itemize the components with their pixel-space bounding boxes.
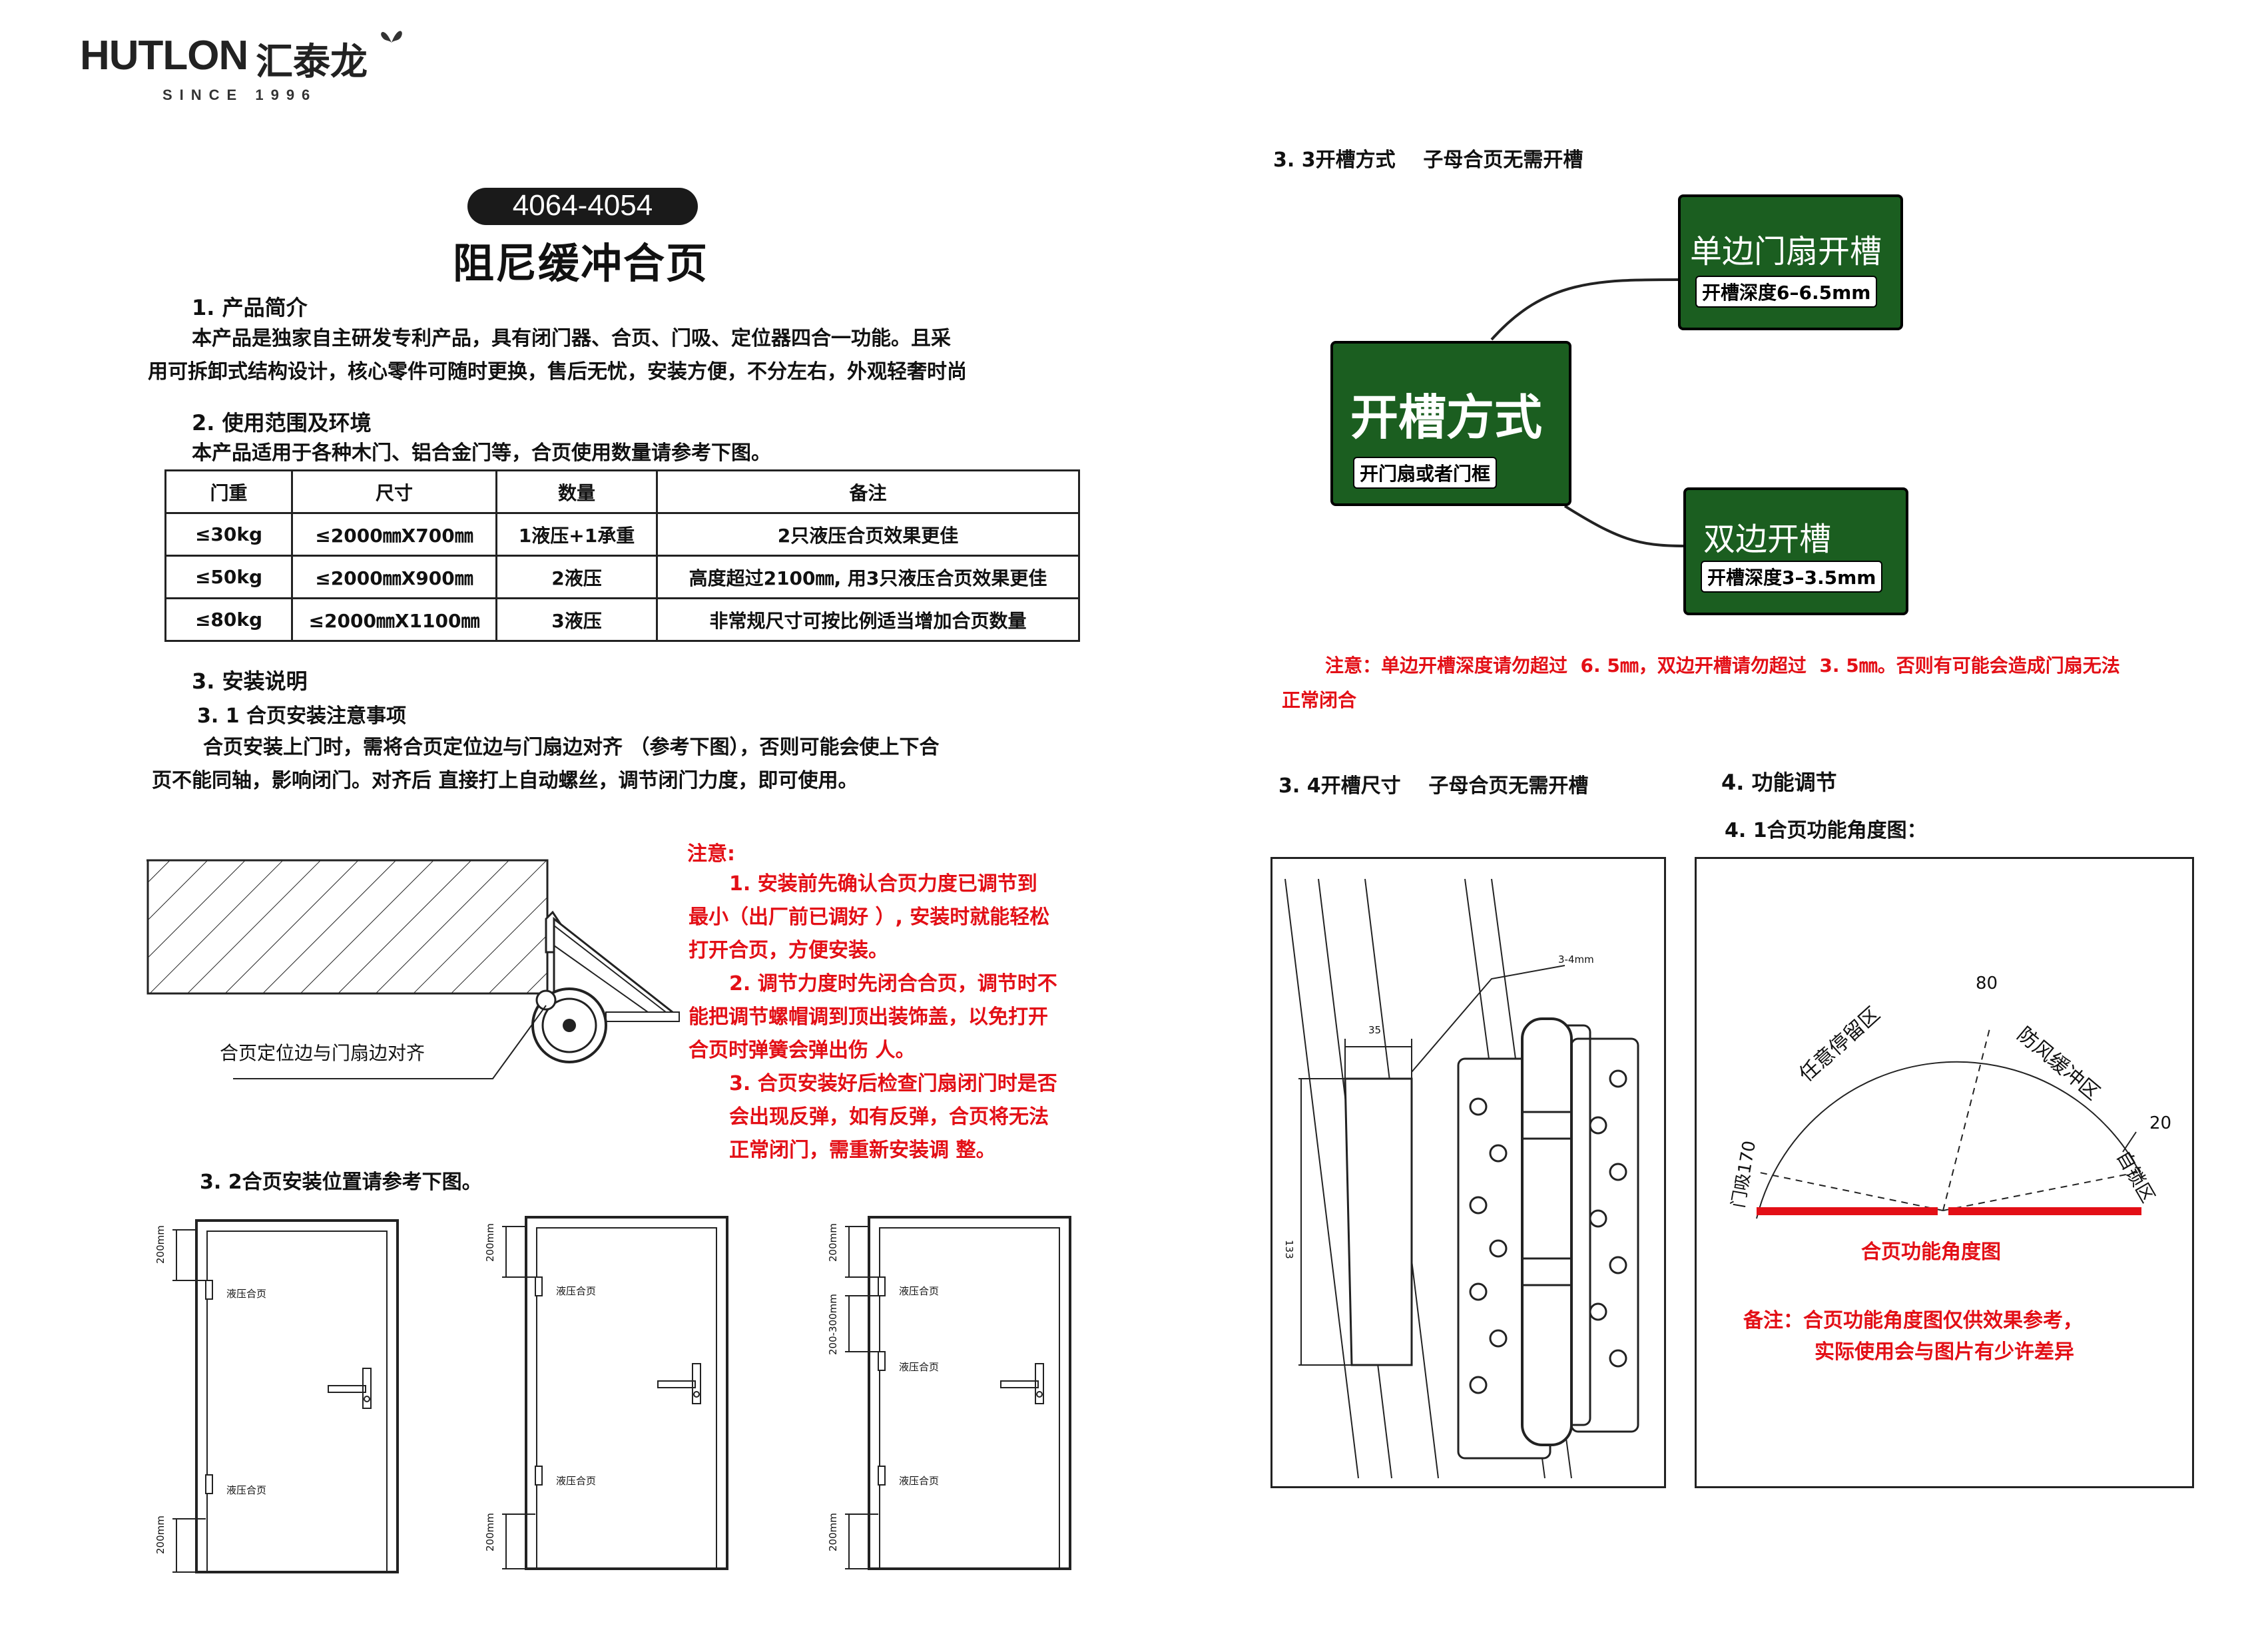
hinge-label: 液压合页	[899, 1285, 940, 1297]
table-cell: 1液压+1承重	[495, 512, 658, 557]
hinge-alignment-figure	[146, 859, 680, 1079]
angle-80-label: 80	[1976, 973, 1998, 993]
groove-depth-dimension: 3-4mm	[1558, 954, 1594, 965]
groove-warning-line1: 注意：单边开槽深度请勿超过 6. 5㎜，双边开槽请勿超过 3. 5㎜。否则有可能…	[1325, 655, 2120, 677]
groove-height-dimension: 133	[1283, 1240, 1295, 1259]
table-header-cell: 尺寸	[291, 469, 497, 514]
hinge-label: 液压合页	[226, 1288, 267, 1300]
note-line: 1. 安装前先确认合页力度已调节到	[729, 872, 1037, 896]
hinge-label: 液压合页	[899, 1361, 940, 1373]
door-diagram-3-hinge	[845, 1216, 1071, 1570]
hinge-label: 液压合页	[226, 1484, 267, 1496]
mindmap-double-title: 双边开槽	[1703, 521, 1832, 558]
table-cell: 3液压	[495, 597, 658, 642]
section3-heading: 3. 安装说明	[192, 669, 308, 694]
groove-warning-line2: 正常闭合	[1282, 689, 1357, 711]
dimension-label: 200mm	[154, 1225, 166, 1264]
hinge-label: 液压合页	[899, 1475, 940, 1487]
notes-title: 注意:	[687, 842, 735, 866]
dimension-label: 200mm	[827, 1223, 839, 1262]
table-cell: ≤80kg	[164, 597, 293, 642]
butterfly-icon	[381, 31, 402, 43]
table-row: ≤30kg ≤2000㎜X700㎜ 1液压+1承重 2只液压合页效果更佳	[164, 512, 1080, 557]
table-header-row: 门重 尺寸 数量 备注	[164, 469, 1080, 514]
mindmap-single-label: 开槽深度6–6.5mm	[1695, 276, 1878, 308]
mindmap-single-title: 单边门扇开槽	[1690, 233, 1882, 270]
table-cell: ≤30kg	[164, 512, 293, 557]
section33-heading: 3. 3开槽方式 子母合页无需开槽	[1273, 148, 1583, 172]
logo: HUTLON 汇泰龙 SINCE 1996	[80, 31, 426, 112]
groove-width-dimension: 35	[1368, 1024, 1382, 1036]
table-cell: ≤2000㎜X700㎜	[291, 512, 497, 557]
page-title: 阻尼缓冲合页	[453, 239, 709, 288]
table-cell: 高度超过2100㎜, 用3只液压合页效果更佳	[656, 555, 1080, 599]
section1-heading: 1. 产品简介	[192, 295, 308, 320]
model-badge: 4064-4054	[467, 188, 698, 225]
note-line: 3. 合页安装好后检查门扇闭门时是否	[729, 1072, 1057, 1095]
table-cell: ≤2000㎜X900㎜	[291, 555, 497, 599]
groove-size-panel	[1270, 857, 1666, 1488]
table-cell: 2液压	[495, 555, 658, 599]
dimension-label: 200mm	[154, 1515, 166, 1554]
dimension-label: 200-300mm	[827, 1294, 839, 1355]
section4-heading: 4. 功能调节	[1721, 770, 1837, 795]
note-line: 合页时弹簧会弹出伤 人。	[689, 1039, 916, 1062]
table-cell: ≤2000㎜X1100㎜	[291, 597, 497, 642]
hinge-label: 液压合页	[556, 1285, 597, 1297]
note-line: 2. 调节力度时先闭合合页，调节时不	[729, 972, 1057, 995]
note-line: 会出现反弹，如有反弹，合页将无法	[729, 1105, 1049, 1129]
logo-brand-cn: 汇泰龙	[256, 41, 368, 84]
dimension-label: 200mm	[484, 1223, 496, 1262]
table-row: ≤80kg ≤2000㎜X1100㎜ 3液压 非常规尺寸可按比例适当增加合页数量	[164, 597, 1080, 642]
table-header-cell: 备注	[656, 469, 1080, 514]
mindmap-double-node: 双边开槽 开槽深度3–3.5mm	[1683, 487, 1908, 615]
mindmap-connectors	[1490, 278, 1685, 547]
angle-diagram	[1756, 1028, 2143, 1219]
angle-diagram-panel	[1695, 857, 2194, 1488]
section31-line1: 合页安装上门时，需将合页定位边与门扇边对齐 （参考下图），否则可能会使上下合	[203, 736, 940, 759]
angle-note-line1: 备注：合页功能角度图仅供效果参考，	[1743, 1309, 2083, 1332]
section34-heading: 3. 4开槽尺寸 子母合页无需开槽	[1278, 774, 1589, 798]
mindmap-center-title: 开槽方式	[1350, 390, 1543, 445]
dimension-label: 200mm	[484, 1513, 496, 1551]
section2-intro: 本产品适用于各种木门、铝合金门等，合页使用数量请参考下图。	[192, 441, 771, 465]
table-cell: ≤50kg	[164, 555, 293, 599]
usage-table: 门重 尺寸 数量 备注 ≤30kg ≤2000㎜X700㎜ 1液压+1承重 2只…	[164, 469, 1080, 642]
section1-line1: 本产品是独家自主研发专利产品，具有闭门器、合页、门吸、定位器四合一功能。且采	[192, 327, 951, 350]
mindmap-center-node: 开槽方式 开门扇或者门框	[1330, 341, 1571, 506]
table-header-cell: 门重	[164, 469, 293, 514]
section2-heading: 2. 使用范围及环境	[192, 410, 372, 435]
note-line: 最小（出厂前已调好 ）, 安装时就能轻松	[689, 906, 1050, 929]
dimension-label: 200mm	[827, 1513, 839, 1551]
door-diagram-2-hinge-b	[502, 1216, 728, 1570]
note-line: 正常闭门，需重新安装调 整。	[729, 1139, 996, 1162]
hinge-label: 液压合页	[556, 1475, 597, 1487]
section32-heading: 3. 2合页安装位置请参考下图。	[200, 1171, 482, 1194]
table-row: ≤50kg ≤2000㎜X900㎜ 2液压 高度超过2100㎜, 用3只液压合页…	[164, 555, 1080, 599]
angle-20-label: 20	[2149, 1113, 2172, 1133]
section31-heading: 3. 1 合页安装注意事项	[197, 704, 407, 728]
table-cell: 2只液压合页效果更佳	[656, 512, 1080, 557]
mindmap-center-label: 开门扇或者门框	[1353, 457, 1498, 489]
note-line: 能把调节螺帽调到顶出装饰盖，以免打开	[689, 1005, 1048, 1029]
door-diagram-2-hinge	[172, 1219, 399, 1573]
angle-diagram-caption: 合页功能角度图	[1861, 1240, 2001, 1264]
logo-brand-latin: HUTLON	[80, 33, 248, 79]
logo-since: SINCE 1996	[162, 87, 318, 103]
note-line: 打开合页，方便安装。	[689, 939, 888, 962]
hinge-alignment-label: 合页定位边与门扇边对齐	[220, 1042, 425, 1064]
angle-note-line2: 实际使用会与图片有少许差异	[1815, 1340, 2074, 1364]
mindmap-single-node: 单边门扇开槽 开槽深度6–6.5mm	[1678, 194, 1903, 330]
table-cell: 非常规尺寸可按比例适当增加合页数量	[656, 597, 1080, 642]
section1-line2: 用可拆卸式结构设计，核心零件可随时更换，售后无忧，安装方便，不分左右，外观轻奢时…	[148, 360, 967, 384]
mindmap-double-label: 开槽深度3–3.5mm	[1701, 561, 1883, 593]
groove-size-drawing	[1284, 878, 1639, 1479]
section31-line2: 页不能同轴，影响闭门。对齐后 直接打上自动螺丝，调节闭门力度，即可使用。	[152, 769, 858, 792]
section41-heading: 4. 1合页功能角度图：	[1725, 819, 1927, 842]
table-header-cell: 数量	[495, 469, 658, 514]
